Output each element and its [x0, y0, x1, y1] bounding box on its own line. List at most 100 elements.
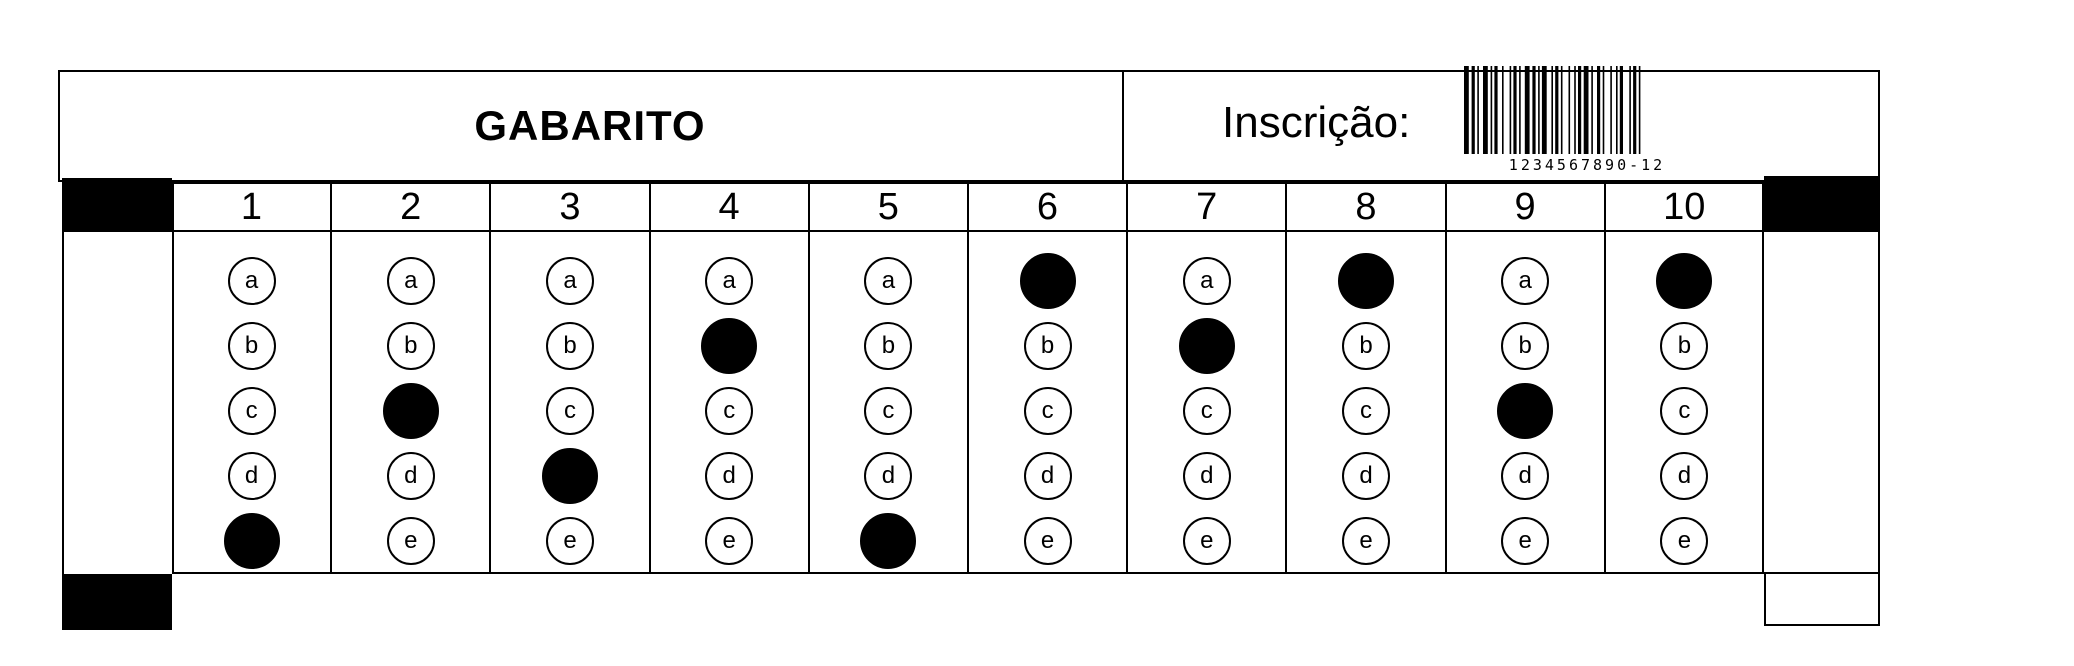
column-divider — [967, 182, 969, 574]
bubble-label: a — [1200, 267, 1214, 294]
timing-mark-top-right — [1764, 176, 1880, 232]
bubble-label: a — [1359, 267, 1373, 294]
bubble-label: c — [245, 397, 258, 424]
barcode-number: 1234567890-12 — [1508, 156, 1666, 174]
bubble-q1-a[interactable]: a — [227, 257, 276, 305]
question-number-8: 8 — [1355, 186, 1377, 228]
bubble-q7-d[interactable]: d — [1182, 452, 1231, 500]
bubble-q7-e[interactable]: e — [1182, 517, 1231, 565]
bubble-q3-a[interactable]: a — [546, 257, 594, 305]
bubble-label: b — [1518, 332, 1532, 359]
question-number-10: 10 — [1663, 186, 1706, 228]
question-number-7: 7 — [1196, 186, 1218, 228]
bubble-q9-d[interactable]: d — [1501, 452, 1550, 500]
bubble-q3-c[interactable]: c — [546, 387, 594, 435]
bubble-label: b — [404, 332, 418, 359]
bubble-q6-e[interactable]: e — [1023, 517, 1072, 565]
bubble-label: b — [1040, 332, 1055, 359]
inscricao-label: Inscrição: — [1222, 98, 1411, 147]
bubble-q10-c[interactable]: c — [1660, 387, 1709, 435]
bubble-label: b — [1359, 332, 1373, 359]
bubble-q1-b[interactable]: b — [227, 322, 276, 370]
timing-mark-bottom-left — [62, 574, 172, 630]
bubble-q4-a[interactable]: a — [705, 257, 754, 305]
bubble-q1-c[interactable]: c — [227, 387, 276, 435]
bubble-label: d — [1359, 462, 1373, 489]
bubble-label: b — [881, 332, 896, 359]
bubble-q8-c[interactable]: c — [1342, 387, 1390, 435]
bubble-label: b — [722, 332, 736, 359]
bubble-q2-d[interactable]: d — [386, 452, 435, 500]
bubble-q10-b[interactable]: b — [1660, 322, 1709, 370]
bubble-q2-a[interactable]: a — [386, 257, 435, 305]
column-divider — [489, 182, 492, 574]
bubble-label: c — [1678, 397, 1691, 424]
bubble-label: c — [1200, 397, 1213, 424]
bubble-q10-d[interactable]: d — [1660, 452, 1709, 500]
bubble-q9-b[interactable]: b — [1501, 322, 1550, 370]
barcode-bars — [1464, 66, 1641, 154]
bubble-q4-e[interactable]: e — [705, 517, 754, 565]
bubble-label: e — [1677, 527, 1692, 554]
bubble-q10-e[interactable]: e — [1660, 517, 1709, 565]
bubble-q6-c[interactable]: c — [1023, 387, 1072, 435]
bubble-q1-d[interactable]: d — [227, 452, 276, 500]
bubble-q8-a[interactable]: a — [1338, 253, 1394, 309]
bubble-q7-c[interactable]: c — [1182, 387, 1231, 435]
bubble-q4-c[interactable]: c — [705, 387, 754, 435]
bubble-label: b — [1200, 332, 1214, 359]
bubble-label: b — [563, 332, 577, 359]
bubble-q2-b[interactable]: b — [386, 322, 435, 370]
bubble-q10-a[interactable]: a — [1656, 253, 1713, 309]
bubble-q3-b[interactable]: b — [546, 322, 594, 370]
bubble-label: d — [881, 462, 896, 489]
bubble-q5-a[interactable]: a — [864, 257, 913, 305]
column-divider — [330, 182, 333, 574]
bubble-q7-a[interactable]: a — [1182, 257, 1231, 305]
bubble-label: e — [1518, 527, 1532, 554]
bubble-label: e — [404, 527, 418, 554]
bubble-q9-a[interactable]: a — [1501, 257, 1550, 305]
question-number-9: 9 — [1514, 186, 1536, 228]
bubble-q5-c[interactable]: c — [864, 387, 913, 435]
bubble-q9-e[interactable]: e — [1501, 517, 1550, 565]
bubble-label: a — [1518, 267, 1532, 294]
bubble-q4-b[interactable]: b — [701, 318, 758, 374]
bubble-q5-b[interactable]: b — [864, 322, 913, 370]
bubble-q6-d[interactable]: d — [1023, 452, 1072, 500]
bubble-q5-d[interactable]: d — [864, 452, 913, 500]
bubble-label: a — [1040, 267, 1055, 294]
question-number-1: 1 — [240, 186, 263, 228]
bubble-label: e — [881, 527, 896, 554]
bubble-q6-b[interactable]: b — [1023, 322, 1072, 370]
bottom-right-box — [1764, 572, 1880, 626]
bubble-q2-c[interactable]: c — [382, 383, 439, 439]
bubble-label: d — [563, 462, 577, 489]
timing-mark-top-left — [62, 178, 172, 232]
question-number-2: 2 — [400, 186, 422, 228]
question-number-6: 6 — [1036, 186, 1059, 228]
bubble-q9-c[interactable]: c — [1497, 383, 1554, 439]
bubble-label: a — [563, 267, 577, 294]
bubble-label: e — [1040, 527, 1055, 554]
bubble-q3-e[interactable]: e — [546, 517, 594, 565]
bubble-q6-a[interactable]: a — [1019, 253, 1076, 309]
bubble-q7-b[interactable]: b — [1178, 318, 1235, 374]
question-number-3: 3 — [559, 186, 581, 228]
bubble-q8-e[interactable]: e — [1342, 517, 1390, 565]
question-number-5: 5 — [877, 186, 899, 228]
bubble-q5-e[interactable]: e — [860, 513, 917, 569]
bubble-q8-d[interactable]: d — [1342, 452, 1390, 500]
bubble-label: c — [564, 397, 576, 424]
right-frame — [1764, 232, 1880, 574]
bubble-q4-d[interactable]: d — [705, 452, 754, 500]
bubble-q2-e[interactable]: e — [386, 517, 435, 565]
bubble-label: a — [404, 267, 418, 294]
bubble-q8-b[interactable]: b — [1342, 322, 1390, 370]
bubble-label: d — [1677, 462, 1692, 489]
bubble-q3-d[interactable]: d — [542, 448, 598, 504]
bubble-q1-e[interactable]: e — [223, 513, 280, 569]
bubble-label: d — [404, 462, 418, 489]
bubble-label: d — [244, 462, 259, 489]
